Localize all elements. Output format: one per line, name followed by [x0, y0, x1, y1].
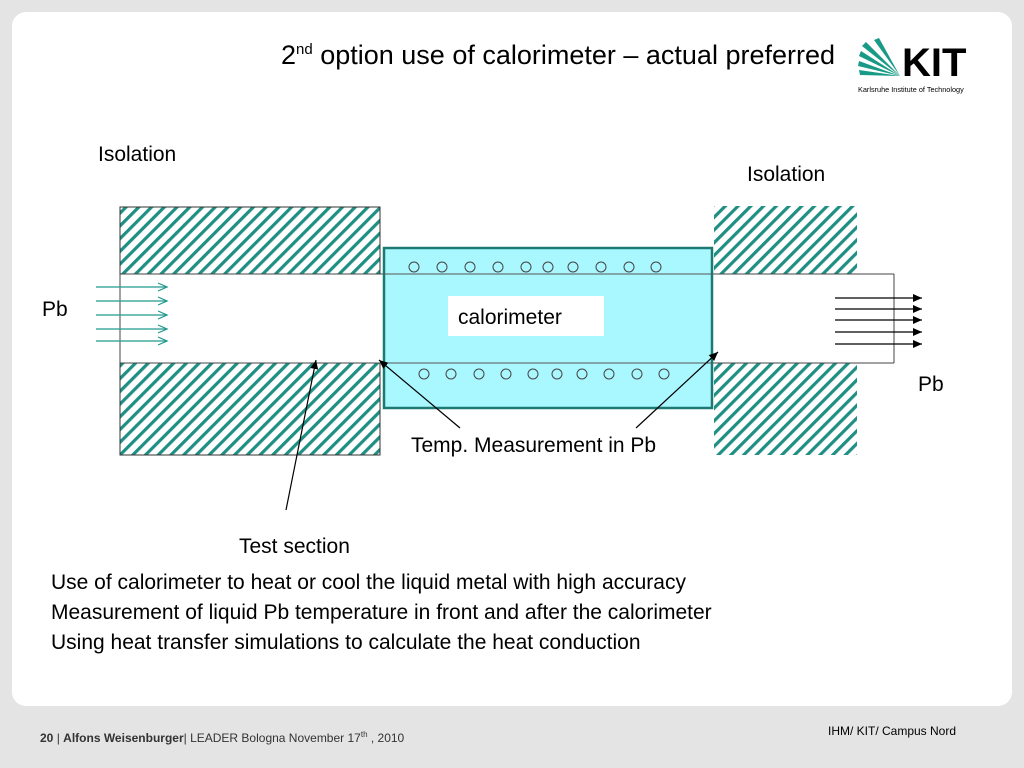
calorimeter-label-box [448, 296, 604, 336]
isolation-label-right: Isolation [747, 163, 826, 186]
kit-wordmark: KIT [902, 41, 966, 85]
footer-author: Alfons Weisenburger [63, 731, 184, 745]
heater-rings-bottom [418, 368, 670, 380]
footer-institute: IHM/ KIT/ Campus Nord [828, 724, 957, 738]
pb-label-left: Pb [42, 298, 68, 321]
heater-rings-top [408, 261, 662, 273]
kit-logo: KIT Karlsruhe Institute of Technology [858, 38, 966, 94]
temp-pointer-left [378, 359, 461, 429]
test-section-pointer [285, 359, 319, 511]
flow-in-arrows [96, 287, 167, 341]
isolation-block-left-top [119, 206, 381, 275]
bullet-item: Measurement of liquid Pb temperature in … [51, 601, 712, 624]
footer-event: | LEADER Bologna November 17 [183, 731, 361, 745]
kit-tagline: Karlsruhe Institute of Technology [858, 85, 964, 94]
flow-out-arrows [835, 294, 922, 348]
isolation-block-right-top [714, 206, 857, 274]
isolation-block-right-bottom [714, 363, 857, 455]
footer-left: 20 | Alfons Weisenburger| LEADER Bologna… [40, 730, 405, 745]
page-number: 20 [40, 731, 54, 745]
kit-fan-icon [858, 38, 900, 76]
temp-pointer-right [635, 351, 719, 429]
bullet-item: Use of calorimeter to heat or cool the l… [51, 571, 686, 594]
bullet-list: Use of calorimeter to heat or cool the l… [51, 568, 712, 658]
slide-title: 2nd option use of calorimeter – actual p… [281, 40, 835, 70]
temp-measurement-label: Temp. Measurement in Pb [411, 434, 657, 457]
calorimeter-label: calorimeter [458, 306, 562, 329]
isolation-block-left-bottom [119, 362, 381, 456]
isolation-label-left: Isolation [98, 143, 177, 166]
bullet-item: Using heat transfer simulations to calcu… [51, 631, 641, 654]
pb-label-right: Pb [918, 373, 944, 396]
test-section-label: Test section [239, 535, 350, 558]
